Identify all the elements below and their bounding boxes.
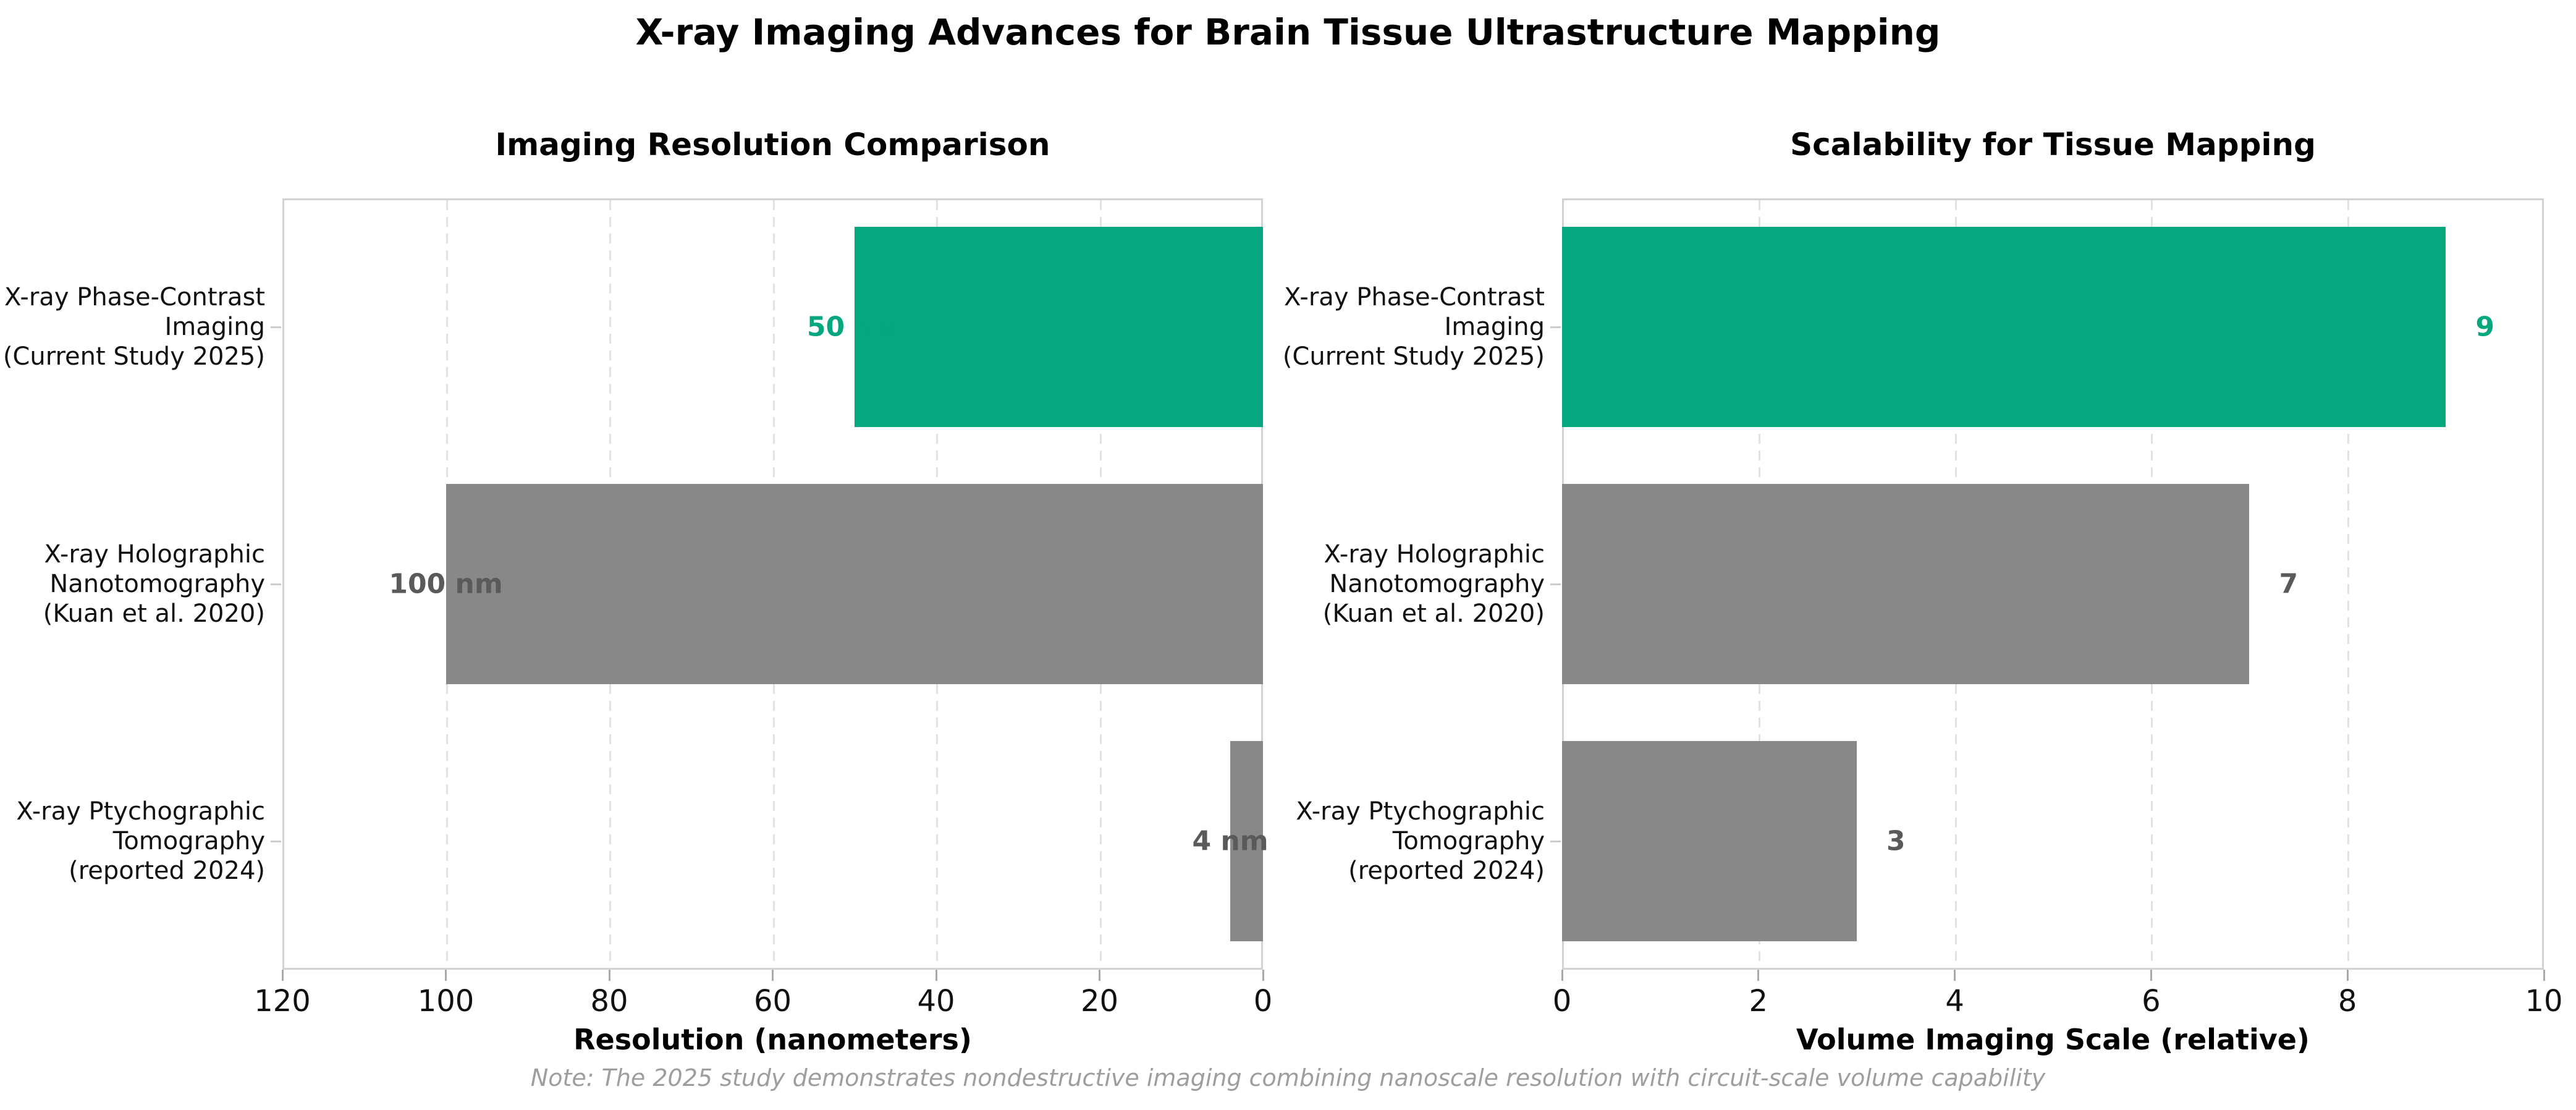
x-tick-label: 2 xyxy=(1749,984,1768,1019)
axis-tick xyxy=(2150,970,2152,981)
x-tick-label: 40 xyxy=(917,984,955,1019)
bar-value-label: 7 xyxy=(2279,568,2299,600)
bar-value-label: 3 xyxy=(1886,825,1906,857)
axis-tick xyxy=(1550,326,1561,328)
bar xyxy=(854,226,1263,428)
footnote: Note: The 2025 study demonstrates nondes… xyxy=(530,1064,2046,1091)
x-axis-label: Volume Imaging Scale (relative) xyxy=(1796,1023,2310,1056)
axis-tick xyxy=(271,326,281,328)
y-category-label: X-ray Holographic Nanotomography (Kuan e… xyxy=(43,540,265,628)
x-tick-label: 10 xyxy=(2525,984,2563,1019)
y-category-label: X-ray Phase-Contrast Imaging (Current St… xyxy=(2,283,265,371)
axis-tick xyxy=(445,970,447,981)
axis-tick xyxy=(772,970,774,981)
x-tick-label: 20 xyxy=(1080,984,1119,1019)
axis-tick xyxy=(2346,970,2349,981)
bar xyxy=(1562,483,2250,685)
subplot-title: Imaging Resolution Comparison xyxy=(495,127,1050,163)
x-tick-label: 0 xyxy=(1552,984,1572,1019)
axis-tick xyxy=(1757,970,1760,981)
axis-tick xyxy=(1954,970,1956,981)
axis-tick xyxy=(2543,970,2545,981)
figure-title: X-ray Imaging Advances for Brain Tissue … xyxy=(635,11,1941,53)
subplot-title: Scalability for Tissue Mapping xyxy=(1790,127,2316,163)
bar-value-label: 4 nm xyxy=(1192,825,1269,857)
y-category-label: X-ray Ptychographic Tomography (reported… xyxy=(1296,797,1545,885)
axis-tick xyxy=(1099,970,1100,981)
x-tick-label: 6 xyxy=(2142,984,2161,1019)
x-tick-label: 120 xyxy=(254,984,311,1019)
bar-value-label: 9 xyxy=(2475,311,2494,343)
x-axis-label: Resolution (nanometers) xyxy=(573,1023,972,1056)
axis-tick xyxy=(1550,583,1561,585)
bar xyxy=(1562,226,2446,428)
axis-tick xyxy=(1550,840,1561,842)
bar-value-label: 50 nm xyxy=(806,311,902,343)
x-tick-label: 60 xyxy=(753,984,792,1019)
y-category-label: X-ray Phase-Contrast Imaging (Current St… xyxy=(1282,283,1545,371)
grid-line xyxy=(2347,200,2350,968)
axis-tick xyxy=(1262,970,1264,981)
bar-value-label: 100 nm xyxy=(389,568,503,600)
x-tick-label: 4 xyxy=(1945,984,1964,1019)
axis-tick xyxy=(271,840,281,842)
axis-tick xyxy=(608,970,610,981)
bar xyxy=(446,483,1263,685)
axis-tick xyxy=(935,970,937,981)
bar xyxy=(1230,740,1263,942)
x-tick-label: 8 xyxy=(2337,984,2357,1019)
x-tick-label: 100 xyxy=(417,984,475,1019)
axis-tick xyxy=(271,583,281,585)
y-category-label: X-ray Ptychographic Tomography (reported… xyxy=(16,797,265,885)
bar xyxy=(1562,740,1857,942)
x-tick-label: 0 xyxy=(1253,984,1273,1019)
axis-tick xyxy=(1561,970,1563,981)
y-category-label: X-ray Holographic Nanotomography (Kuan e… xyxy=(1322,540,1545,628)
axis-tick xyxy=(281,970,284,981)
x-tick-label: 80 xyxy=(590,984,628,1019)
